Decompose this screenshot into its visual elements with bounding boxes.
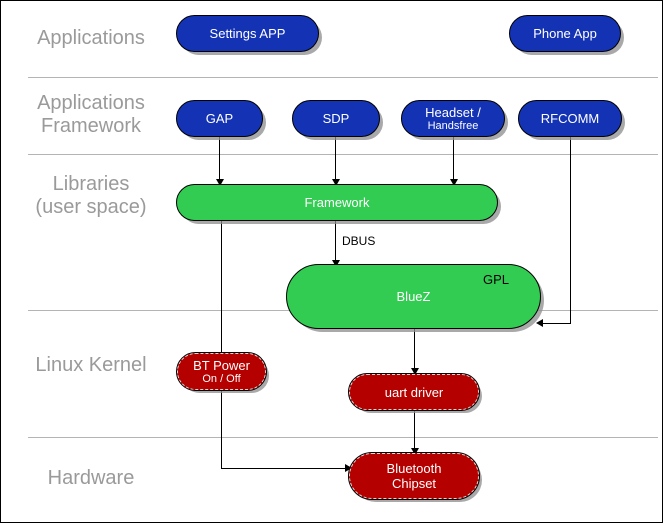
node-settings-app[interactable]: Settings APP	[176, 15, 319, 52]
divider-applications-framework	[28, 154, 658, 155]
edge-rfcomm-bluez-arrow	[536, 319, 543, 327]
edge-framework-chipset-line-horizontal	[221, 468, 349, 469]
edge-rfcomm-bluez-line-horizontal	[542, 323, 571, 324]
node-headset-handsfree[interactable]: Headset / Handsfree	[401, 100, 505, 137]
edge-rfcomm-bluez-line-vertical	[570, 137, 571, 323]
edge-sdp-framework-arrow	[332, 179, 340, 186]
edge-sdp-framework-line	[335, 137, 336, 185]
divider-applications	[28, 77, 658, 78]
edge-bluez-uart-arrow	[411, 368, 419, 375]
node-sdp-label: SDP	[322, 111, 350, 126]
node-bluetooth-chipset[interactable]: Bluetooth Chipset	[348, 452, 480, 500]
node-uart-driver-label: uart driver	[384, 384, 444, 400]
edge-framework-bluez-line	[335, 221, 336, 267]
node-phone-app-label: Phone App	[533, 26, 597, 41]
node-gap[interactable]: GAP	[176, 100, 263, 137]
edge-framework-chipset-line-vertical	[221, 221, 222, 469]
edge-label-dbus: DBUS	[340, 234, 378, 248]
node-bluetooth-chipset-label: Bluetooth	[386, 461, 442, 476]
layer-label-hardware: Hardware	[47, 467, 135, 489]
node-bluez-license-tag: GPL	[483, 272, 510, 287]
layer-label-linux-kernel: Linux Kernel	[35, 354, 147, 376]
node-sdp[interactable]: SDP	[292, 100, 380, 137]
edge-gap-framework-line	[219, 137, 220, 185]
layer-label-libraries: Libraries (user space)	[35, 173, 147, 218]
edge-uart-chipset-line	[414, 409, 415, 455]
node-headset-handsfree-label: Headset /	[425, 104, 481, 120]
node-bt-power[interactable]: BT Power On / Off	[176, 352, 267, 391]
node-bluetooth-chipset-sublabel: Chipset	[391, 476, 437, 491]
divider-linux-kernel	[28, 437, 658, 438]
edge-gap-framework-arrow	[216, 179, 224, 186]
node-phone-app[interactable]: Phone App	[509, 15, 621, 52]
node-rfcomm[interactable]: RFCOMM	[518, 100, 622, 137]
edge-headset-framework-arrow	[450, 179, 458, 186]
layer-label-applications: Applications	[37, 27, 145, 49]
edge-bluez-uart-line	[414, 329, 415, 375]
node-uart-driver[interactable]: uart driver	[348, 373, 480, 411]
edge-framework-chipset-arrow	[345, 464, 352, 472]
node-headset-handsfree-sublabel: Handsfree	[427, 119, 479, 132]
edge-uart-chipset-arrow	[411, 448, 419, 455]
node-bluez[interactable]: BlueZ	[286, 264, 541, 329]
node-bluez-label: BlueZ	[396, 289, 431, 304]
node-gap-label: GAP	[205, 111, 234, 126]
node-framework[interactable]: Framework	[176, 184, 498, 221]
node-bt-power-label: BT Power	[193, 357, 250, 373]
node-settings-app-label: Settings APP	[209, 26, 286, 41]
layer-label-applications-framework: Applications Framework	[37, 92, 145, 137]
node-bt-power-sublabel: On / Off	[202, 372, 241, 385]
node-rfcomm-label: RFCOMM	[540, 111, 600, 126]
node-framework-label: Framework	[304, 195, 370, 210]
edge-headset-framework-line	[453, 137, 454, 185]
